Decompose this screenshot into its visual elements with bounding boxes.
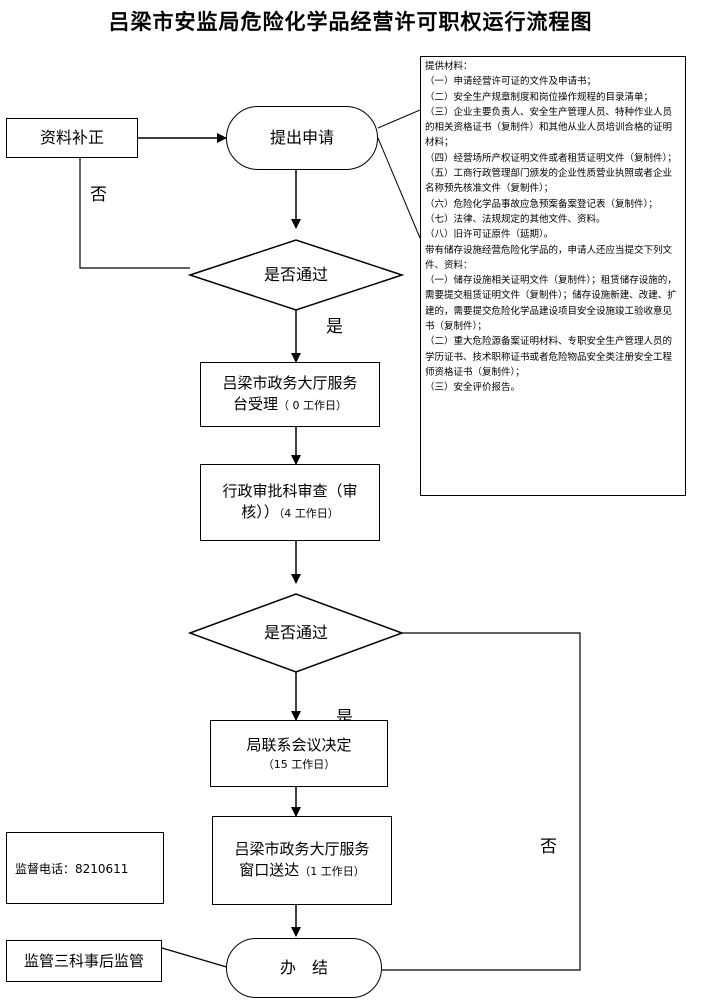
review-line1: 行政审批科审查（审 <box>222 482 358 500</box>
apply-node: 提出申请 <box>226 106 378 170</box>
review-days: （4 工作日） <box>278 507 339 520</box>
line-supervise-to-finish <box>161 947 231 969</box>
pointer-to-materials <box>377 109 421 129</box>
materials-item: （一）储存设施相关证明文件（复制件）；租赁储存设施的，需要提交租赁证明文件（复制… <box>425 275 677 333</box>
materials-item: 提供材料： <box>425 61 473 72</box>
materials-item: 带有储存设施经营危险化学品的，申请人还应当提交下列文件、资料： <box>425 244 673 271</box>
apply-label: 提出申请 <box>269 128 334 147</box>
no-label-1: 否 <box>90 185 107 205</box>
materials-item: （六）危险化学品事故应急预案备案登记表（复制件）； <box>425 198 658 210</box>
phone-box: 监督电话：8210611 <box>6 832 164 904</box>
phone-label: 监督电话：8210611 <box>15 861 129 876</box>
check2-label: 是否通过 <box>263 623 328 642</box>
materials-item: （二）重大危险源备案证明材料、专职安全生产管理人员的学历证书、技术职称证书或者危… <box>425 336 673 378</box>
check1-diamond <box>187 239 405 311</box>
deliver-line2: 窗口送达 <box>239 861 300 879</box>
review-box: 行政审批科审查（审 核））（4 工作日） <box>200 464 380 541</box>
deliver-days: （1 工作日） <box>299 865 365 878</box>
meeting-line1: 局联系会议决定 <box>246 736 352 754</box>
pointer-to-materials-2 <box>377 137 421 239</box>
materials-item: （八）旧许可证原件（延期）。 <box>425 229 554 241</box>
finish-node: 办 结 <box>226 938 382 998</box>
materials-item: （二）安全生产规章制度和岗位操作规程的目录清单； <box>425 91 654 103</box>
supplement-label: 资料补正 <box>39 128 104 147</box>
supervise-label: 监管三科事后监管 <box>23 951 144 970</box>
meeting-box: 局联系会议决定 （15 工作日） <box>210 720 388 787</box>
materials-item: （五）工商行政管理部门颁发的企业性质营业执照或者企业名称预先核准文件（复制件）； <box>425 168 673 195</box>
finish-label: 办 结 <box>279 958 328 977</box>
meeting-days: （15 工作日） <box>262 758 336 771</box>
yes-label-1: 是 <box>326 317 343 337</box>
materials-item: （一）申请经营许可证的文件及申请书； <box>425 76 597 88</box>
supervise-box: 监管三科事后监管 <box>6 940 162 982</box>
line-check1-no-to-supplement <box>79 158 190 269</box>
check1-label: 是否通过 <box>263 265 328 284</box>
supplement-box: 资料补正 <box>6 118 138 158</box>
accept-line1: 吕梁市政务大厅服务 <box>222 374 358 392</box>
page-title: 吕梁市安监局危险化学品经营许可职权运行流程图 <box>108 10 593 34</box>
accept-box: 吕梁市政务大厅服务 台受理（ 0 工作日） <box>200 362 380 427</box>
materials-item: （三）企业主要负责人、安全生产管理人员、特种作业人员的相关资格证书（复制件）和其… <box>425 106 673 149</box>
no-label-2: 否 <box>540 837 557 857</box>
line-check2-no-to-finish <box>382 632 581 971</box>
materials-item: （三）安全评价报告。 <box>425 382 521 394</box>
accept-line2: 台受理 <box>232 395 278 413</box>
accept-days: （ 0 工作日） <box>278 399 347 412</box>
deliver-box: 吕梁市政务大厅服务 窗口送达（1 工作日） <box>212 816 392 905</box>
review-line2: 核）） <box>241 503 279 521</box>
deliver-line1: 吕梁市政务大厅服务 <box>234 840 370 858</box>
materials-box: 提供材料： （一）申请经营许可证的文件及申请书； （二）安全生产规章制度和岗位操… <box>420 56 686 496</box>
materials-item: （四）经营场所产权证明文件或者租赁证明文件（复制件）； <box>425 152 677 164</box>
materials-item: （七）法律、法规规定的其他文件、资料。 <box>425 213 606 225</box>
